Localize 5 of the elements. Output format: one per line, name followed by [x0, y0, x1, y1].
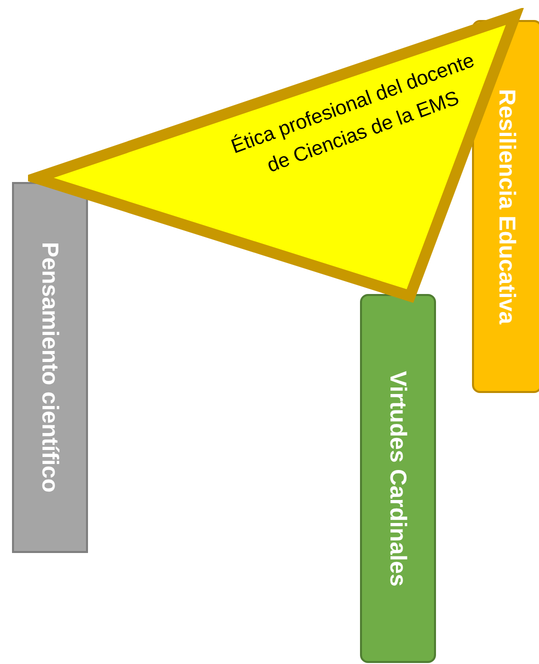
- vertical-bar: [12, 182, 88, 553]
- vertical-bar: [360, 294, 436, 663]
- bar-label: Pensamiento científico: [36, 242, 64, 493]
- bar-label: Virtudes Cardinales: [384, 370, 412, 586]
- bar-label: Resiliencia Educativa: [494, 88, 520, 324]
